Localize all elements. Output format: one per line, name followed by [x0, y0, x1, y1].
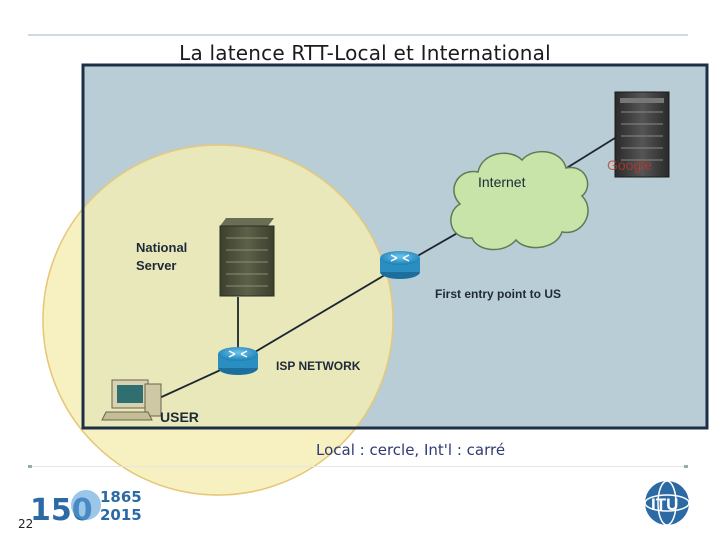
top-rule — [28, 34, 688, 36]
google-label: Google — [607, 157, 652, 173]
local-region-circle-left-part — [42, 207, 83, 433]
slide-title: La latence RTT-Local et International — [179, 41, 551, 65]
link-isp-entry — [237, 265, 401, 363]
google-server-icon — [614, 91, 670, 178]
entry-router-icon — [380, 251, 420, 279]
national-server-icon — [219, 218, 275, 297]
page-number: 22 — [18, 517, 34, 531]
itu-logo-text: ITU — [651, 495, 678, 514]
local-region-circle-bottom-part — [79, 428, 357, 496]
national-server-label-line2: Server — [136, 258, 176, 273]
itu-150-anniversary-logo: 150 1865 2015 — [30, 488, 142, 528]
user-label: USER — [160, 409, 199, 425]
diagram-panel-border — [81, 63, 709, 430]
years-bottom: 2015 — [100, 506, 142, 524]
internet-label: Internet — [478, 174, 526, 190]
internet-cloud-icon — [450, 150, 589, 251]
itu-logo: ITU — [644, 480, 690, 526]
years-top: 1865 — [100, 488, 142, 506]
isp-network-label: ISP NETWORK — [276, 359, 361, 373]
anniversary-globe-icon — [71, 490, 101, 520]
rule-right-end — [684, 465, 688, 468]
bottom-rule — [28, 465, 688, 468]
first-entry-label: First entry point to US — [435, 287, 561, 301]
national-server-label-line1: National — [136, 240, 187, 255]
isp-router-icon — [218, 347, 258, 375]
user-computer-icon — [101, 379, 162, 421]
rule-left-end — [28, 465, 32, 468]
caption: Local : cercle, Int'l : carré — [316, 441, 506, 459]
